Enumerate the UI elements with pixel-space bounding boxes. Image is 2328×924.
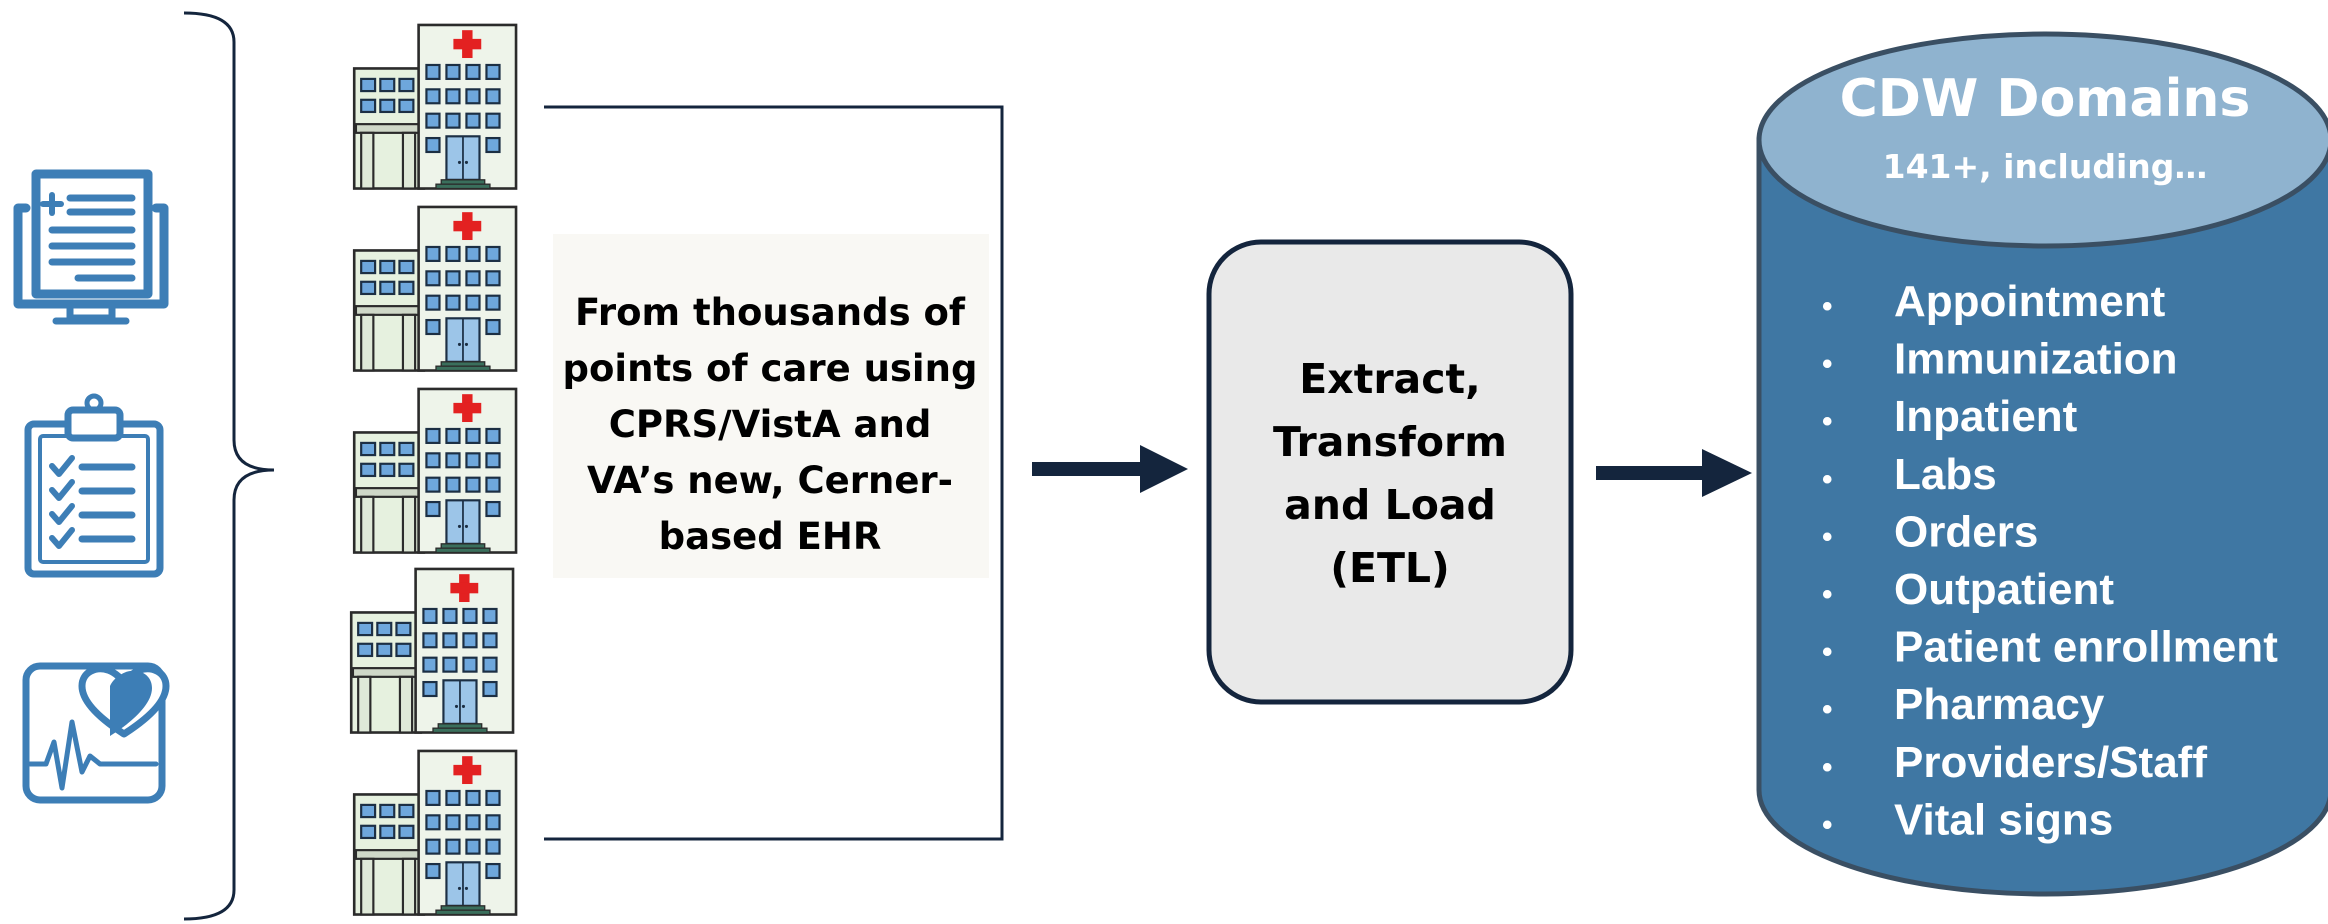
clipboard-checklist-icon: [24, 393, 164, 578]
hospital-building-icon: [352, 387, 518, 554]
etl-line-2: Transform: [1273, 418, 1507, 466]
source-line-2: points of care using: [563, 347, 978, 390]
domain-bullet: •: [1822, 463, 1833, 496]
domain-bullet: •: [1822, 751, 1833, 784]
source-line-5: based EHR: [659, 515, 882, 558]
arrow-to-cdw: [1596, 449, 1752, 497]
domain-item: Patient enrollment: [1894, 623, 2278, 672]
source-description: From thousands of points of care using C…: [553, 234, 989, 578]
hospital-building-icon: [349, 567, 515, 735]
computer-record-icon: [13, 169, 169, 325]
heart-monitor-icon: [22, 662, 170, 804]
domain-item: Immunization: [1894, 335, 2178, 384]
domain-bullet: •: [1822, 808, 1833, 841]
etl-line-4: (ETL): [1330, 544, 1450, 592]
curly-brace: [183, 11, 275, 921]
source-line-4: VA’s new, Cerner-: [587, 459, 953, 502]
cdw-domain-list: • Appointment • Immunization • Inpatient • Labs…: [1822, 277, 2278, 844]
source-line-3: CPRS/VistA and: [609, 403, 932, 446]
source-line-1: From thousands of: [575, 291, 966, 334]
domain-bullet: •: [1822, 290, 1833, 323]
domain-item: Vital signs: [1894, 795, 2113, 844]
domain-bullet: •: [1822, 405, 1833, 438]
hospital-building-icon: [352, 205, 518, 372]
domain-item: Labs: [1894, 450, 1997, 499]
domain-item: Outpatient: [1894, 565, 2114, 614]
etl-box: Extract, Transform and Load (ETL): [1206, 239, 1574, 705]
domain-bullet: •: [1822, 636, 1833, 669]
etl-line-1: Extract,: [1299, 355, 1480, 403]
cdw-title: CDW Domains: [1840, 69, 2251, 129]
domain-bullet: •: [1822, 578, 1833, 611]
domain-bullet: •: [1822, 693, 1833, 726]
domain-item: Inpatient: [1894, 392, 2078, 441]
hospital-building-icon: [352, 23, 518, 190]
domain-item: Providers/Staff: [1894, 738, 2207, 787]
domain-item: Orders: [1894, 507, 2038, 556]
domain-bullet: •: [1822, 348, 1833, 381]
cdw-subtitle: 141+, including…: [1883, 147, 2208, 186]
etl-line-3: and Load: [1284, 481, 1496, 529]
hospital-bracket: [544, 105, 1004, 841]
cdw-cylinder: CDW Domains 141+, including… • Appointmen…: [1756, 31, 2328, 897]
domain-bullet: •: [1822, 520, 1833, 553]
hospital-building-icon: [352, 749, 518, 916]
arrow-to-etl: [1032, 445, 1188, 493]
domain-item: Pharmacy: [1894, 680, 2105, 729]
domain-item: Appointment: [1894, 277, 2166, 326]
